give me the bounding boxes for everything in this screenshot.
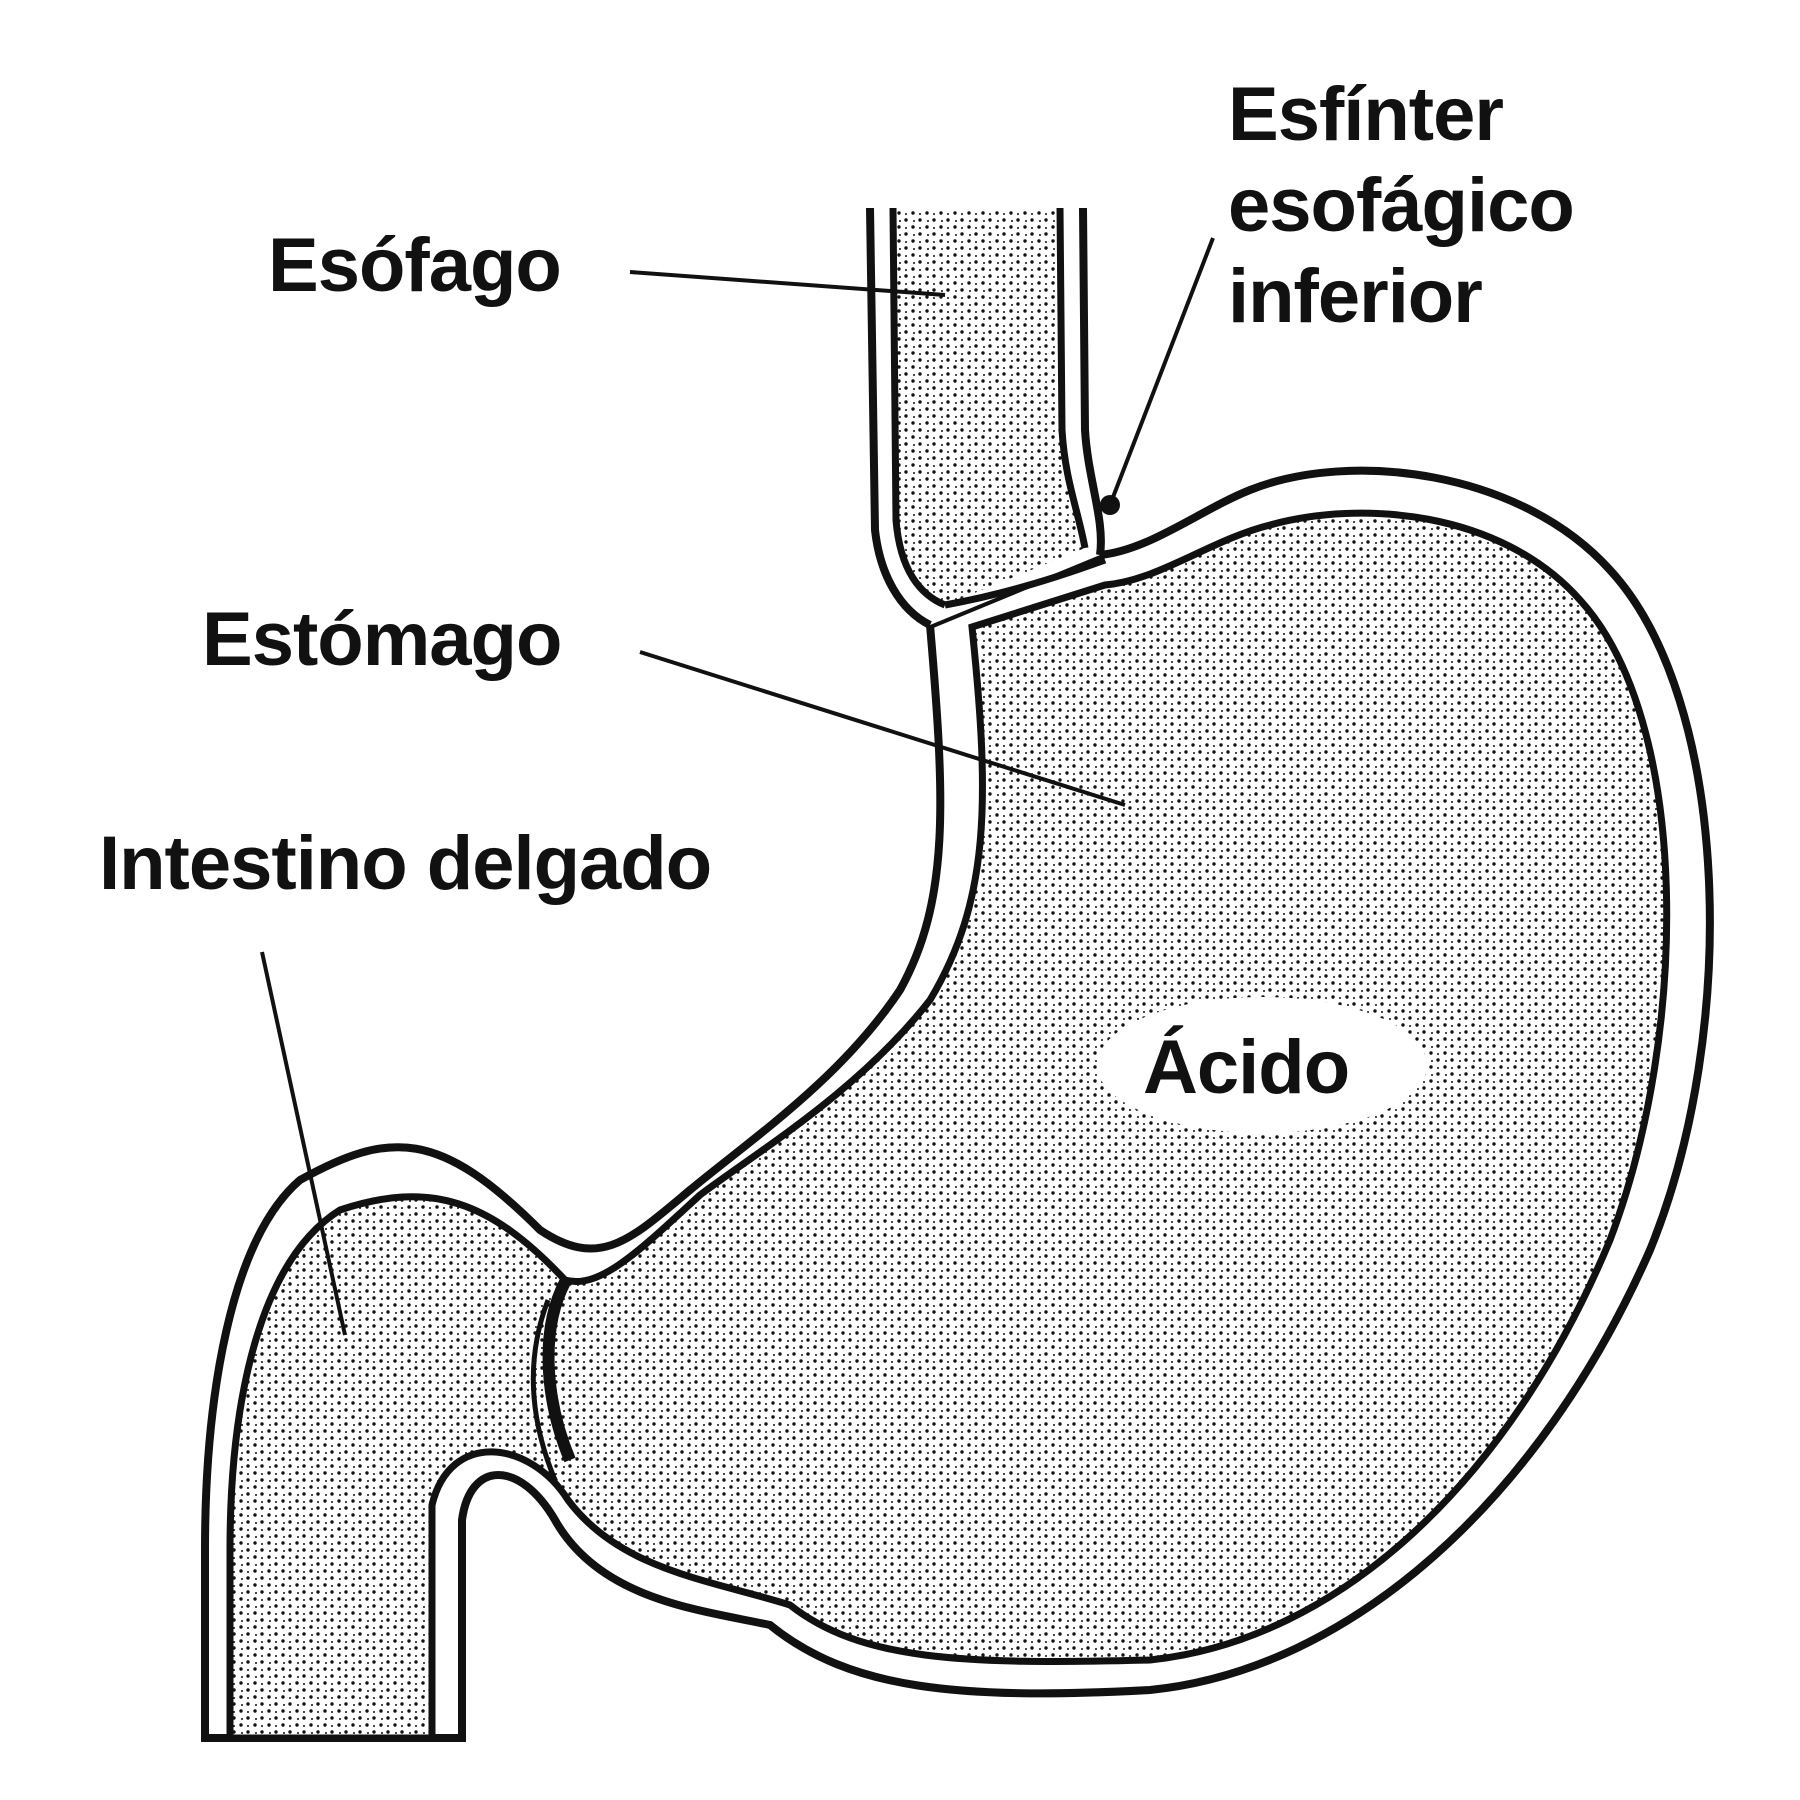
estomago-leader-line bbox=[639, 650, 1126, 807]
esfinter-label-line-3: inferior bbox=[1228, 254, 1483, 339]
esophagus-right-wall-outer bbox=[1079, 207, 1105, 556]
esfinter-leader-line bbox=[1108, 237, 1215, 506]
pylorus-wall bbox=[542, 1279, 576, 1463]
estomago-label: Estómago bbox=[202, 597, 562, 682]
esofago-leader-line bbox=[629, 270, 946, 297]
intestino-leader-line bbox=[260, 951, 347, 1336]
esophagus-right-wall-inner bbox=[1056, 207, 1089, 549]
acido-label: Ácido bbox=[1143, 1025, 1350, 1110]
esophagus-left-wall-outer bbox=[866, 207, 932, 629]
esophagus-left-wall-inner bbox=[889, 207, 947, 609]
pylorus-wall-inner bbox=[530, 1299, 558, 1481]
esophagus-contents bbox=[893, 208, 1085, 605]
esofago-label: Esófago bbox=[268, 223, 562, 308]
esophagus-stomach-junction bbox=[944, 556, 1107, 609]
esfinter-label-line-2: esofágico bbox=[1228, 163, 1575, 248]
acid-label-backdrop bbox=[1097, 997, 1427, 1133]
intestino-delgado-label: Intestino delgado bbox=[99, 821, 712, 906]
stomach-contents bbox=[226, 509, 1671, 1742]
esfinter-label-line-1: Esfínter bbox=[1228, 72, 1504, 157]
esfinter-label: Esfínter esofágico inferior bbox=[1228, 69, 1575, 342]
